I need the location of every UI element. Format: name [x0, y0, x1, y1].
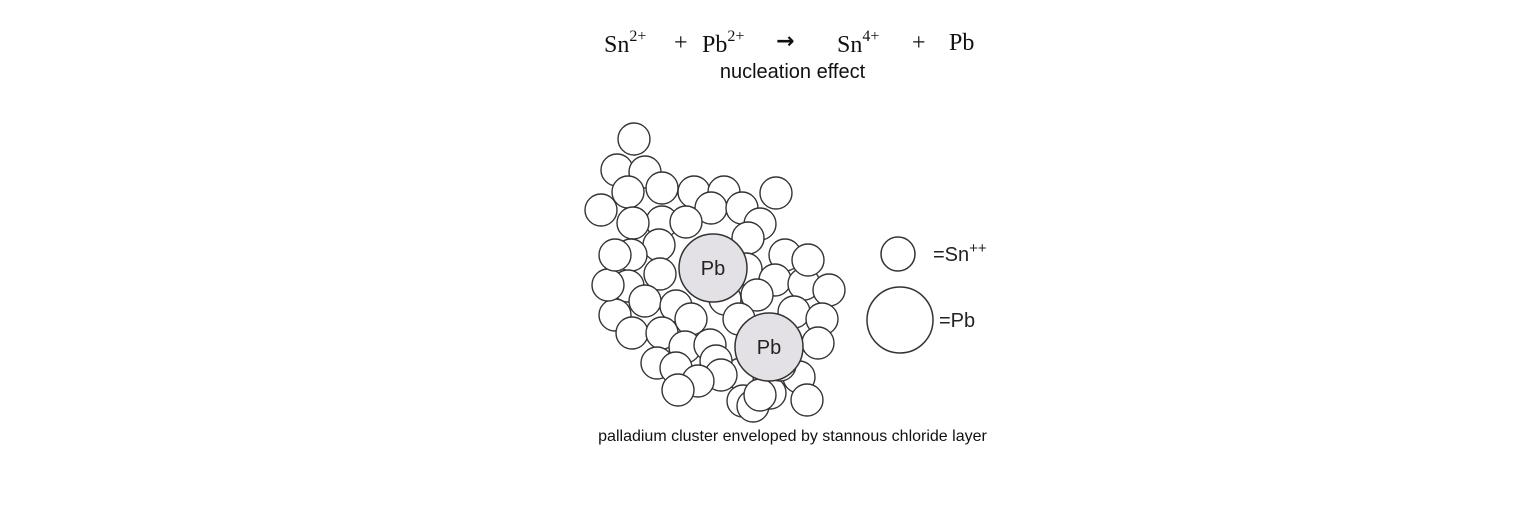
sn-ion-circle: [592, 269, 624, 301]
plus-sign-2: +: [912, 30, 926, 57]
pb-atom-label: Pb: [701, 258, 725, 280]
sn-ion-circle: [791, 384, 823, 416]
caption: palladium cluster enveloped by stannous …: [560, 428, 1025, 446]
reactant-sn: Sn2+: [604, 30, 646, 59]
sn-charge: 2+: [629, 28, 646, 45]
reaction-equation: Sn2+ + Pb2+ → Sn4+ + Pb: [604, 26, 994, 62]
product-sn: Sn4+: [837, 30, 879, 59]
sn4-charge: 4+: [862, 28, 879, 45]
reactant-pb: Pb2+: [702, 30, 744, 59]
pb-atom-label: Pb: [757, 337, 781, 359]
legend-sn-circle: [881, 237, 915, 271]
pb-atom-2: Pb: [735, 313, 803, 381]
sn-ion-circle: [760, 177, 792, 209]
sn-ion-circle: [616, 317, 648, 349]
sn-ion-circle: [792, 244, 824, 276]
legend-pb-label: =Pb: [939, 310, 975, 332]
legend-sn-label: =Sn++: [933, 240, 987, 266]
sn-ion-circle: [662, 374, 694, 406]
subtitle: nucleation effect: [690, 61, 895, 84]
legend: =Sn++ =Pb: [867, 237, 987, 353]
sn-ion-circle: [599, 239, 631, 271]
sn-ion-circle: [744, 379, 776, 411]
sn-ion-circle: [675, 303, 707, 335]
sn-ion-circle: [646, 172, 678, 204]
sn-ion-circle: [629, 285, 661, 317]
product-pb: Pb: [949, 30, 974, 57]
sn-ion-circle: [813, 274, 845, 306]
sn-ion-circle: [802, 327, 834, 359]
sn-ion-circle: [612, 176, 644, 208]
sn-ion-circle: [670, 206, 702, 238]
reaction-arrow-icon: →: [776, 29, 794, 54]
sn-ion-circle: [585, 194, 617, 226]
sn-ion-circle: [618, 123, 650, 155]
pb-atom-1: Pb: [679, 234, 747, 302]
sn-ion-circle: [643, 229, 675, 261]
sn-ion-circle: [617, 207, 649, 239]
plus-sign-1: +: [674, 30, 688, 57]
cluster-diagram: Pb Pb =Sn++ =Pb: [580, 115, 1030, 430]
legend-pb-circle: [867, 287, 933, 353]
pb-charge: 2+: [727, 28, 744, 45]
